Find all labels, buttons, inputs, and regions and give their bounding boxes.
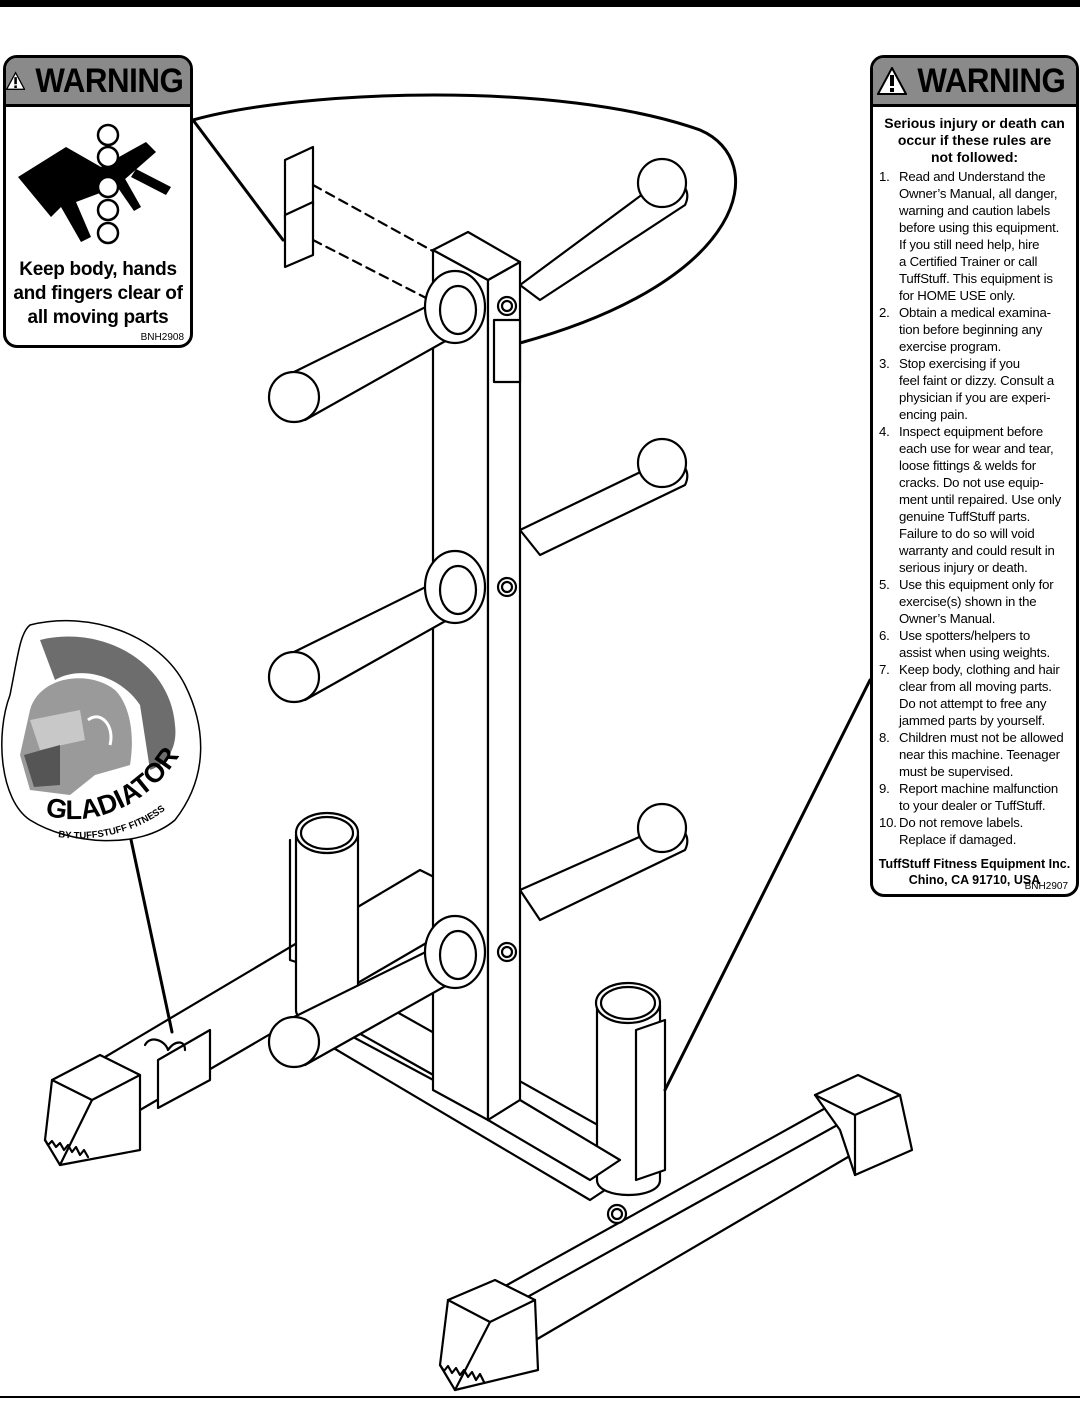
safety-rule: 5. Use this equipment only for exercise(s)… xyxy=(879,576,1072,627)
rule-line: assist when using weights. xyxy=(899,645,1050,660)
rule-line: for HOME USE only. xyxy=(899,288,1016,303)
rule-number: 8. xyxy=(879,730,890,745)
rule-number: 7. xyxy=(879,662,890,677)
safety-rule: 6. Use spotters/helpers to assist when usi… xyxy=(879,627,1072,661)
warning-triangle-icon xyxy=(6,71,26,90)
rule-line: serious injury or death. xyxy=(899,560,1028,575)
rule-line: If you still need help, hire xyxy=(899,237,1040,252)
rule-line: before using this equipment. xyxy=(899,220,1060,235)
rule-line: each use for wear and tear, xyxy=(899,441,1054,456)
rule-line: tion before beginning any xyxy=(899,322,1043,337)
rule-text: Children must not be allowed near this ma… xyxy=(899,729,1072,780)
rule-line: warranty and could result in xyxy=(899,543,1055,558)
rule-number: 4. xyxy=(879,424,890,439)
safety-rule: 9. Report machine malfunction to your deal… xyxy=(879,780,1072,814)
company-address: TuffStuff Fitness Equipment Inc. Chino, … xyxy=(878,857,1071,887)
label-part-number: BNH2907 xyxy=(1024,881,1068,892)
rule-line: cracks. Do not use equip- xyxy=(899,475,1044,490)
top-rule xyxy=(0,0,1080,7)
rule-number: 6. xyxy=(879,628,890,643)
rule-line: warning and caution labels xyxy=(899,203,1050,218)
rule-line: physician if you are experi- xyxy=(899,390,1051,405)
pinch-warning-label: WARNING Keep body, hands and fingers cle… xyxy=(3,55,193,348)
rule-line: near this machine. Teenager xyxy=(899,747,1060,762)
pinch-point-hand-icon xyxy=(18,123,171,245)
rule-number: 9. xyxy=(879,781,890,796)
safety-rule: 2. Obtain a medical examina-tion before b… xyxy=(879,304,1072,355)
rule-line: Do not remove labels. xyxy=(899,815,1024,830)
gladiator-helmet-icon xyxy=(20,636,176,795)
rule-line: encing pain. xyxy=(899,407,968,422)
rule-number: 2. xyxy=(879,305,890,320)
safety-rules-label: WARNING Serious injury or death can occu… xyxy=(870,55,1079,897)
rule-number: 10. xyxy=(879,815,897,830)
rule-line: Stop exercising if you xyxy=(899,356,1020,371)
bottom-rule xyxy=(0,1396,1080,1398)
warning-header: WARNING xyxy=(6,58,190,107)
safety-rule: 10.Do not remove labels. Replace if damag… xyxy=(879,814,1072,848)
rule-line: exercise program. xyxy=(899,339,1002,354)
rule-line: a Certified Trainer or call xyxy=(899,254,1038,269)
warning-triangle-icon xyxy=(877,67,908,95)
rule-line: Owner’s Manual. xyxy=(899,611,996,626)
rule-text: Use this equipment only for exercise(s) s… xyxy=(899,576,1072,627)
rule-line: Replace if damaged. xyxy=(899,832,1017,847)
rule-line: exercise(s) shown in the xyxy=(899,594,1037,609)
rule-line: TuffStuff. This equipment is xyxy=(899,271,1053,286)
rule-line: Read and Understand the xyxy=(899,169,1046,184)
rule-line: jammed parts by yourself. xyxy=(899,713,1045,728)
rule-line: Inspect equipment before xyxy=(899,424,1044,439)
rule-line: loose fittings & welds for xyxy=(899,458,1036,473)
rule-number: 3. xyxy=(879,356,890,371)
rule-text: Obtain a medical examina-tion before beg… xyxy=(899,304,1072,355)
safety-rule: 3. Stop exercising if you feel faint or di… xyxy=(879,355,1072,423)
safety-rule: 4. Inspect equipment before each use for w… xyxy=(879,423,1072,576)
rule-line: Do not attempt to free any xyxy=(899,696,1047,711)
rule-line: Failure to do so will void xyxy=(899,526,1035,541)
rule-line: must be supervised. xyxy=(899,764,1014,779)
safety-rule: 7. Keep body, clothing and hair clear from… xyxy=(879,661,1072,729)
rule-line: Keep body, clothing and hair xyxy=(899,662,1060,677)
safety-intro: Serious injury or death can occur if the… xyxy=(884,115,1065,165)
safety-rule: 8. Children must not be allowed near this … xyxy=(879,729,1072,780)
rule-text: Stop exercising if you feel faint or dizz… xyxy=(899,355,1072,423)
label-part-number: BNH2908 xyxy=(140,332,184,343)
rule-line: Report machine malfunction xyxy=(899,781,1058,796)
rule-line: to your dealer or TuffStuff. xyxy=(899,798,1046,813)
rule-line: clear from all moving parts. xyxy=(899,679,1052,694)
rule-line: Use spotters/helpers to xyxy=(899,628,1031,643)
rule-line: Obtain a medical examina- xyxy=(899,305,1051,320)
rule-text: Keep body, clothing and hair clear from a… xyxy=(899,661,1072,729)
rule-line: ment until repaired. Use only xyxy=(899,492,1062,507)
rule-number: 1. xyxy=(879,169,890,184)
gladiator-logo: GLADIATOR BY TUFFSTUFF FITNESS xyxy=(1,619,202,842)
rule-line: feel faint or dizzy. Consult a xyxy=(899,373,1055,388)
rule-line: Use this equipment only for xyxy=(899,577,1054,592)
rule-line: Owner’s Manual, all danger, xyxy=(899,186,1058,201)
rule-text: Do not remove labels. Replace if damaged. xyxy=(899,814,1072,848)
rule-text: Report machine malfunction to your dealer… xyxy=(899,780,1072,814)
rule-number: 5. xyxy=(879,577,890,592)
pinch-warning-message: Keep body, hands and fingers clear of al… xyxy=(13,259,183,328)
rule-line: genuine TuffStuff parts. xyxy=(899,509,1031,524)
rule-text: Inspect equipment before each use for wea… xyxy=(899,423,1072,576)
rule-text: Use spotters/helpers to assist when using… xyxy=(899,627,1072,661)
warning-header: WARNING xyxy=(873,58,1076,107)
rule-line: Children must not be allowed xyxy=(899,730,1064,745)
